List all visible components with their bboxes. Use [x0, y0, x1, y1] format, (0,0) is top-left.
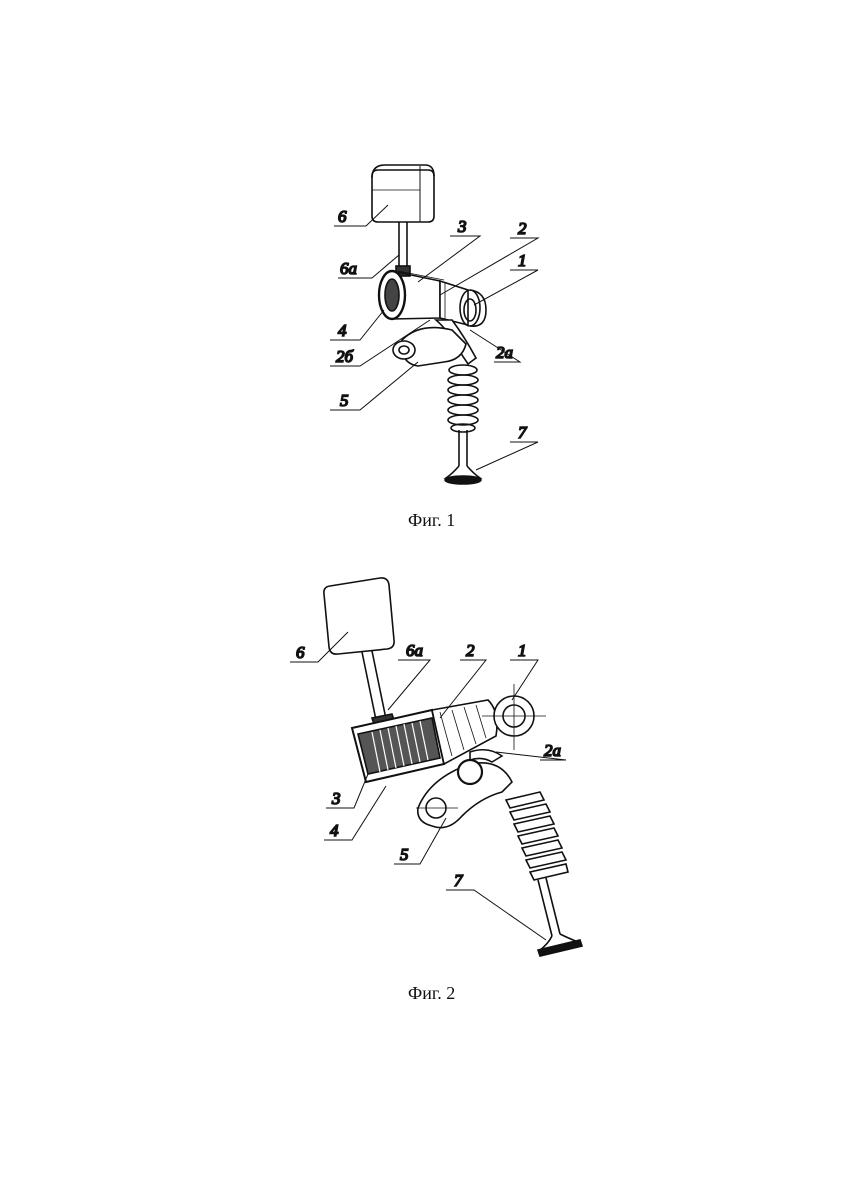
actuator-6: [371, 164, 435, 223]
housing-3: [350, 708, 446, 784]
label-6: 6: [296, 643, 305, 662]
lever-2a: [469, 748, 504, 763]
valve-7: [443, 430, 483, 485]
rocker-arm-5: [392, 326, 467, 367]
shaft-1: [459, 289, 487, 327]
valve-spring: [504, 791, 569, 881]
label-1: 1: [518, 641, 527, 660]
label-2a: 2а: [544, 741, 561, 760]
housing-3: [377, 269, 445, 321]
shaft-1: [482, 684, 546, 750]
figure-1: 6 6а 3 2 1 4 2б 2а 5 7 Фиг. 1: [0, 0, 858, 560]
label-3: 3: [331, 789, 341, 808]
actuator-6: [323, 577, 395, 655]
label-3: 3: [457, 217, 467, 236]
label-7: 7: [518, 423, 528, 442]
figure-2-drawing: 6 6а 2 1 2а 3 4 5 7: [290, 577, 584, 957]
label-2: 2: [518, 219, 527, 238]
valve-7: [536, 877, 584, 957]
label-2b: 2б: [336, 347, 354, 366]
leader-lines: [330, 204, 540, 471]
label-7: 7: [454, 871, 464, 890]
rocker-arm-5: [416, 758, 513, 829]
label-6a: 6а: [406, 641, 423, 660]
figure-2: 6 6а 2 1 2а 3 4 5 7 Фиг. 2: [0, 560, 858, 1200]
figure-2-caption: Фиг. 2: [408, 983, 456, 1003]
label-2a: 2а: [496, 343, 513, 362]
rod-6a: [395, 222, 411, 277]
label-5: 5: [400, 845, 409, 864]
label-5: 5: [340, 391, 349, 410]
rod-6a: [361, 650, 398, 731]
figure-1-drawing: 6 6а 3 2 1 4 2б 2а 5 7: [330, 164, 540, 485]
leader-lines: [290, 631, 567, 941]
cylinder-2: [439, 279, 469, 327]
label-4: 4: [330, 821, 339, 840]
figure-1-caption: Фиг. 1: [408, 510, 456, 530]
label-1: 1: [518, 251, 527, 270]
label-4: 4: [338, 321, 347, 340]
label-2: 2: [466, 641, 475, 660]
label-6: 6: [338, 207, 347, 226]
label-6a: 6а: [340, 259, 357, 278]
valve-spring: [447, 364, 479, 433]
